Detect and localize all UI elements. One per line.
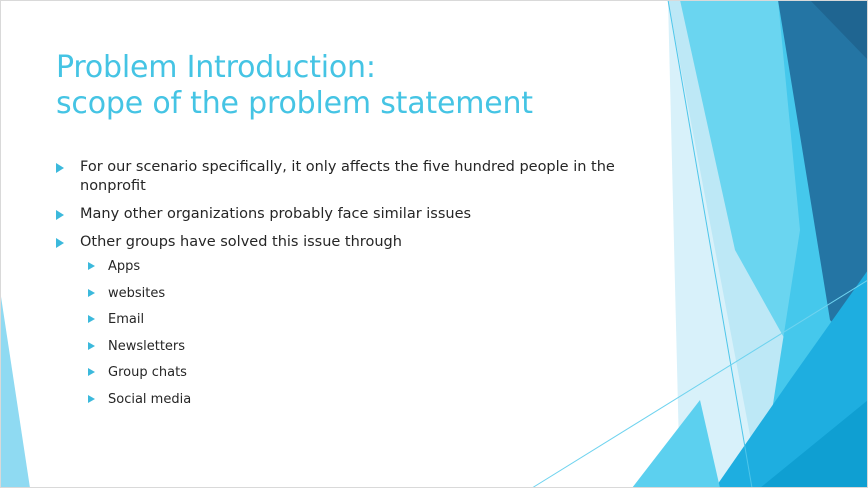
bullet-text: For our scenario specifically, it only a… (80, 159, 615, 194)
sub-bullet-item: Apps (80, 258, 656, 275)
bullet-item: Many other organizations probably face s… (56, 205, 656, 224)
bullet-text: Many other organizations probably face s… (80, 206, 472, 222)
slide-title: Problem Introduction: scope of the probl… (56, 50, 656, 122)
sub-bullet-list: Apps websites Email Newsletters Group ch… (80, 258, 656, 408)
bullet-item: For our scenario specifically, it only a… (56, 158, 656, 196)
bullet-list: For our scenario specifically, it only a… (56, 158, 656, 417)
sub-bullet-text: Apps (108, 259, 141, 274)
sub-bullet-item: websites (80, 285, 656, 302)
slide-title-line2: scope of the problem statement (56, 86, 533, 121)
right-facet-dark (778, 0, 868, 360)
sub-bullet-arrow-icon (88, 341, 95, 350)
sub-bullet-arrow-icon (88, 368, 95, 376)
sub-bullet-arrow-icon (88, 315, 95, 323)
bullet-arrow-icon (56, 210, 64, 220)
sub-bullet-text: websites (108, 285, 166, 301)
sub-bullet-item: Social media (80, 391, 656, 408)
sub-bullet-arrow-icon (88, 262, 95, 270)
sub-bullet-item: Newsletters (80, 338, 656, 355)
sub-bullet-item: Email (80, 311, 656, 328)
sub-bullet-item: Group chats (80, 364, 656, 381)
bullet-arrow-icon (56, 163, 64, 173)
sub-bullet-text: Social media (108, 391, 192, 407)
thin-line-diagonal (667, 0, 753, 488)
thin-line-cross (531, 279, 868, 488)
sub-bullet-text: Email (108, 312, 145, 327)
bullet-text: Other groups have solved this issue thro… (80, 234, 402, 250)
right-facet-bottom (640, 400, 868, 488)
bullet-item: Other groups have solved this issue thro… (56, 233, 656, 408)
sub-bullet-text: Group chats (108, 365, 187, 380)
sub-bullet-arrow-icon (88, 288, 95, 297)
slide-title-line1: Problem Introduction: (56, 50, 376, 85)
left-edge-triangle (0, 290, 30, 488)
sub-bullet-arrow-icon (88, 394, 95, 403)
right-facet-bottom-left (632, 400, 720, 488)
bullet-arrow-icon (56, 238, 64, 248)
right-facet-dark-top (810, 0, 868, 60)
sub-bullet-text: Newsletters (108, 338, 186, 354)
